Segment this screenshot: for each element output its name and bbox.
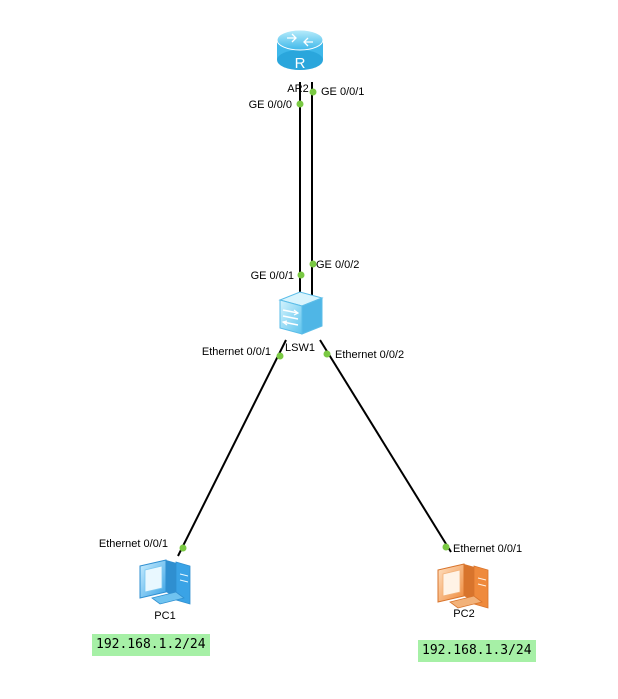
switch-icon: [278, 291, 324, 335]
pc-icon: [437, 563, 489, 609]
router-glyph: R: [295, 55, 306, 72]
pc2[interactable]: PC2: [437, 563, 489, 620]
router-ar2[interactable]: R AR2: [276, 29, 324, 95]
switch-lsw1[interactable]: LSW1: [278, 291, 324, 354]
port-label-pc2-eth001: Ethernet 0/0/1: [453, 543, 522, 555]
port-label-ar2-ge000: GE 0/0/0: [249, 99, 292, 111]
ip-label-pc2: 192.168.1.3/24: [418, 640, 536, 662]
links: [177, 82, 452, 557]
ip-label-pc1: 192.168.1.2/24: [92, 634, 210, 656]
port-dot-lsw1-eth002[interactable]: [323, 350, 331, 358]
link-lsw1-eth002-to-pc2[interactable]: [319, 339, 452, 553]
device-label-ar2: AR2: [287, 83, 308, 95]
port-label-ar2-ge001: GE 0/0/1: [321, 86, 364, 98]
port-dot-pc2-eth001[interactable]: [442, 543, 450, 551]
pc1[interactable]: PC1: [139, 559, 191, 622]
port-label-pc1-eth001: Ethernet 0/0/1: [99, 538, 168, 550]
port-dot-lsw1-eth001[interactable]: [276, 352, 284, 360]
port-label-lsw1-eth002: Ethernet 0/0/2: [335, 349, 404, 361]
port-dot-lsw1-ge001[interactable]: [297, 271, 305, 279]
device-label-pc1: PC1: [154, 610, 175, 622]
port-dot-ar2-ge001[interactable]: [309, 88, 317, 96]
port-label-lsw1-eth001: Ethernet 0/0/1: [202, 346, 271, 358]
port-label-lsw1-ge002: GE 0/0/2: [316, 259, 359, 271]
port-dot-pc1-eth001[interactable]: [179, 544, 187, 552]
router-icon: R: [276, 29, 324, 72]
port-dot-ar2-ge000[interactable]: [296, 100, 304, 108]
port-dot-lsw1-ge002[interactable]: [309, 260, 317, 268]
port-labels: GE 0/0/0 GE 0/0/1 GE 0/0/1 GE 0/0/2 Ethe…: [99, 86, 522, 555]
pc-icon: [139, 559, 191, 605]
device-label-lsw1: LSW1: [285, 342, 315, 354]
port-dots: [179, 88, 450, 552]
device-label-pc2: PC2: [453, 608, 474, 620]
link-lsw1-eth001-to-pc1[interactable]: [177, 339, 287, 557]
port-label-lsw1-ge001: GE 0/0/1: [251, 270, 294, 282]
